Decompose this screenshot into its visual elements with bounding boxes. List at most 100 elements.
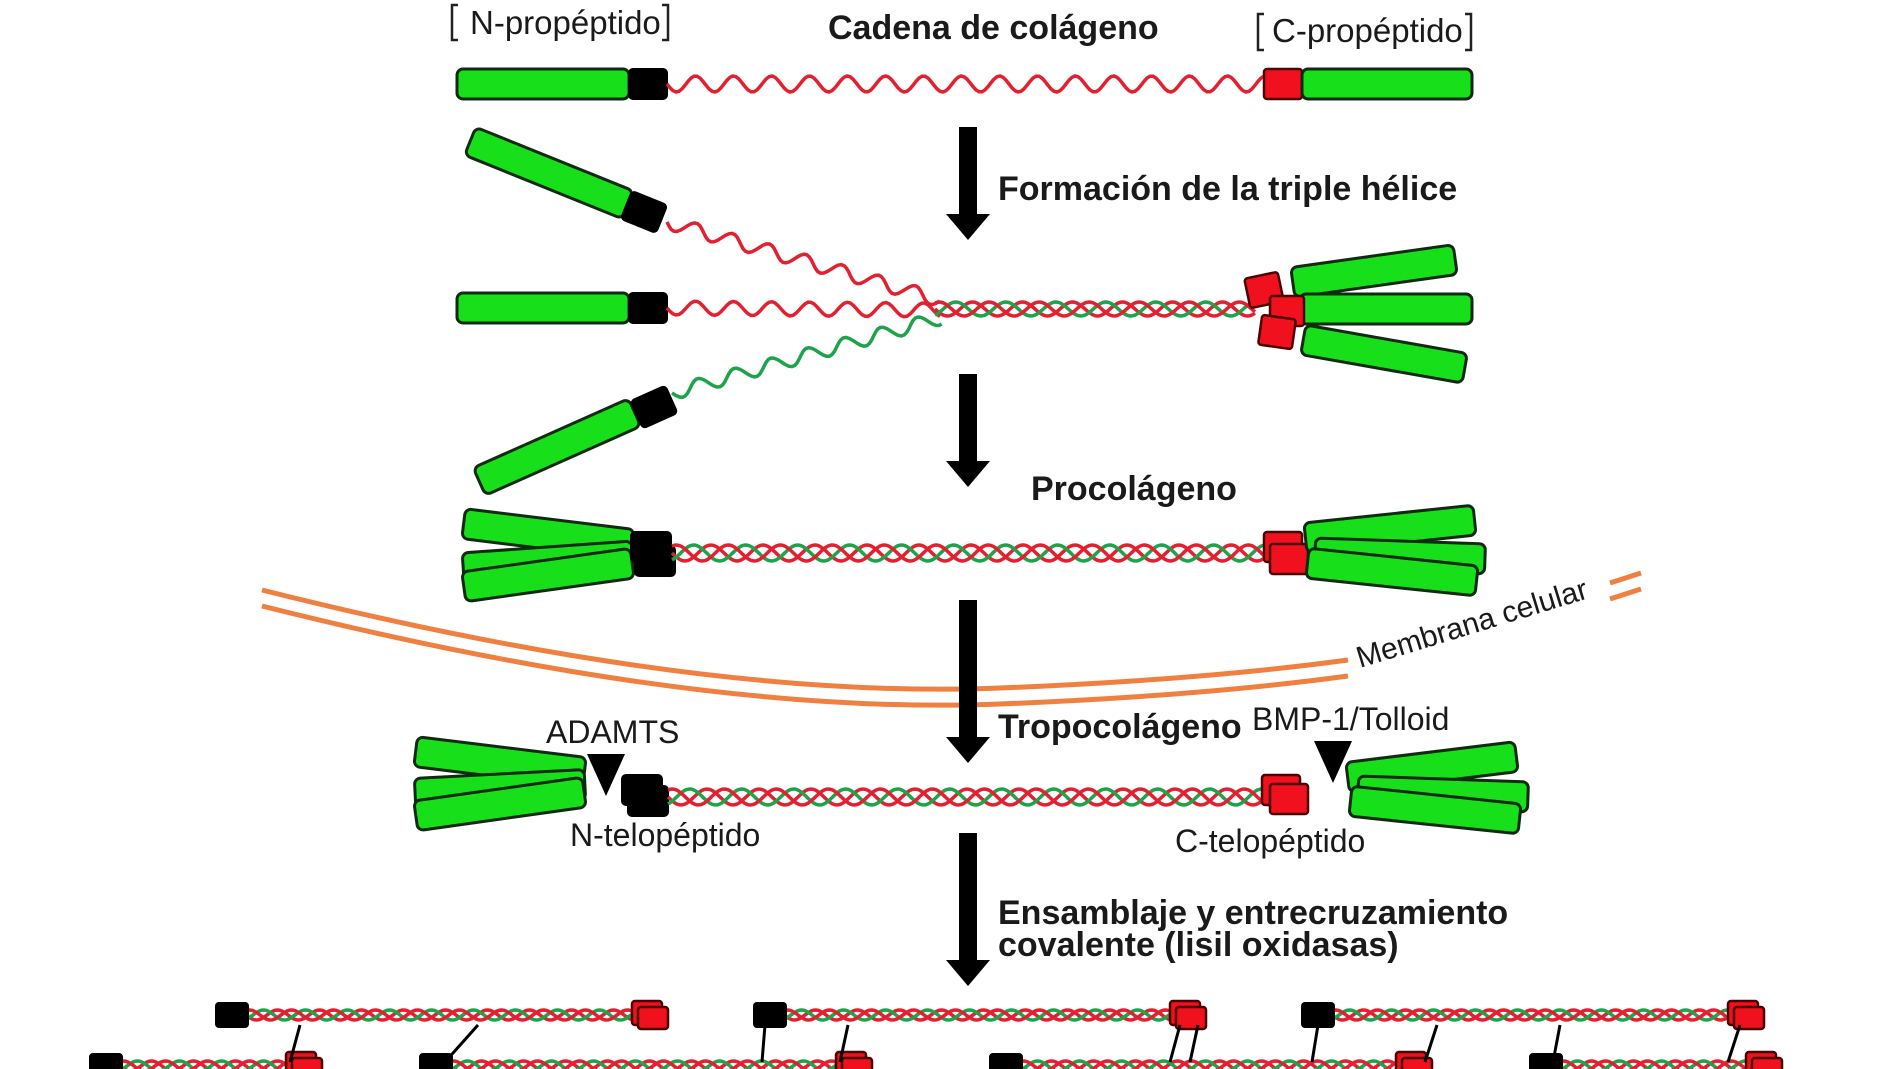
propeptide-lower (473, 399, 641, 495)
triple-helix-formation-label: Formación de la triple hélice (998, 170, 1457, 208)
n-propeptide-c (461, 547, 635, 603)
c-propeptide-mid (1298, 292, 1474, 326)
assembly-label-line2: covalente (lisil oxidasas) (998, 926, 1399, 964)
chain-lower (671, 315, 943, 400)
fibril-n-telopeptide (215, 1002, 249, 1028)
procollagen-label: Procolágeno (1031, 470, 1237, 508)
bracket-right-n (662, 3, 670, 42)
n-telopeptide-label: N-telopéptido (570, 817, 760, 853)
chain-upper (665, 221, 941, 307)
fibril-c-telopeptide-2 (1400, 1056, 1434, 1069)
fibril-molecule (782, 1008, 1175, 1022)
c-propeptide-top (1289, 244, 1459, 298)
helix2-strand-3 (934, 300, 1257, 318)
fibril-c-telopeptide-2 (636, 1005, 670, 1031)
stage-collagen-chain: N-propéptido Cadena de colágeno C-propép… (450, 3, 1474, 101)
fibril-c-telopeptide-2 (1750, 1056, 1784, 1069)
c-telopeptide-block (1262, 67, 1304, 101)
stage-procollagen (460, 504, 1487, 603)
c-terminal-bottom (1257, 313, 1297, 351)
fibril-molecule (118, 1059, 292, 1069)
fibril-n-telopeptide (1301, 1002, 1335, 1028)
assembled-collagen-fibrils (89, 999, 1784, 1069)
covalent-crosslink (838, 1024, 850, 1063)
fibril-n-telopeptide (989, 1053, 1023, 1069)
fibril-n-telopeptide (1529, 1053, 1563, 1069)
fibril-molecule (448, 1059, 841, 1069)
propeptide-middle (455, 291, 631, 325)
c-propeptide-block (1300, 67, 1474, 101)
helix3-strand-3 (671, 543, 1267, 563)
c-telopeptide-label: C-telopéptido (1175, 823, 1365, 859)
fibril-7-strand-1 (1558, 1059, 1752, 1069)
c-propeptide-c (1304, 547, 1480, 597)
helix3-strand-2 (671, 543, 1266, 563)
triple-helix-segment (933, 300, 1257, 318)
fibril-c-telopeptide-2 (290, 1056, 324, 1069)
covalent-crosslink (1168, 1024, 1182, 1063)
tropocollagen-triple-helix (666, 787, 1264, 807)
n-terminal-middle (628, 292, 668, 324)
procollagen-triple-helix (670, 543, 1267, 563)
helix2-strand-2 (934, 300, 1256, 318)
covalent-crosslink (760, 1024, 767, 1063)
fibril-3-strand-3 (1331, 1008, 1733, 1022)
fibril-molecule (1558, 1059, 1752, 1069)
bmp1-cleavage-marker (1314, 741, 1352, 783)
assembly-label-line1: Ensamblaje y entrecruzamiento (998, 894, 1508, 932)
adamts-label: ADAMTS (546, 714, 679, 750)
stage-triple-helix-formation (455, 127, 1474, 495)
n-terminal-procollagen-b (634, 545, 676, 577)
fibril-c-telopeptide-2 (840, 1056, 874, 1069)
arrow-down-2 (946, 374, 990, 487)
arrow-down-1 (946, 127, 990, 240)
collagen-chain-label: Cadena de colágeno (828, 9, 1159, 47)
fibril-1-strand-3 (245, 1008, 637, 1022)
cleaved-c-propeptide-c (1347, 785, 1523, 835)
fibril-molecule (1018, 1059, 1402, 1069)
bracket-left-c (1256, 12, 1264, 52)
bracket-right-c (1465, 12, 1473, 52)
fibril-n-telopeptide (89, 1053, 123, 1069)
helix4-strand-2 (667, 787, 1263, 807)
bmp1-tolloid-label: BMP-1/Tolloid (1252, 701, 1449, 737)
n-terminal-upper (620, 191, 668, 233)
tropocollagen-label: Tropocolágeno (998, 708, 1242, 746)
fibril-4-strand-2 (119, 1059, 290, 1069)
propeptide-upper (464, 127, 634, 219)
c-propeptide-bottom (1300, 324, 1468, 384)
n-terminal-lower (630, 385, 678, 429)
fibril-7-strand-3 (1559, 1059, 1751, 1069)
stage-tropocollagen: ADAMTS BMP-1/Tolloid N-telopéptido C-tel… (412, 701, 1530, 859)
covalent-crosslink (288, 1024, 302, 1063)
covalent-crosslink (1551, 1024, 1562, 1063)
fibril-c-telopeptide-2 (1174, 1005, 1208, 1031)
covalent-crosslink (1188, 1024, 1200, 1063)
covalent-crosslink (443, 1024, 480, 1063)
c-propeptide-label: C-propéptido (1272, 12, 1463, 49)
helix4-strand-3 (667, 787, 1264, 807)
fibril-n-telopeptide (753, 1002, 787, 1028)
n-telopeptide-b (627, 785, 669, 817)
c-telopeptide-b (1268, 782, 1310, 816)
collagen-alpha-chain (665, 74, 1265, 94)
fibril-n-telopeptide (419, 1053, 453, 1069)
arrow-down-4 (946, 833, 990, 986)
fibril-molecule (244, 1008, 637, 1022)
covalent-crosslink (1423, 1024, 1439, 1063)
covalent-crosslink (1310, 1024, 1320, 1063)
cell-membrane (261, 570, 1642, 708)
fibril-molecule (1330, 1008, 1734, 1022)
n-propeptide-block (455, 67, 631, 101)
c-terminal-procollagen-b (1268, 542, 1310, 576)
arrow-down-3 (946, 600, 990, 763)
fibril-4-strand-3 (119, 1059, 291, 1069)
fibril-6-strand-1 (1018, 1059, 1402, 1069)
fibril-c-telopeptide-2 (1732, 1005, 1766, 1031)
n-telopeptide-block (628, 68, 668, 100)
adamts-cleavage-marker (587, 754, 625, 796)
fibril-6-strand-2 (1019, 1059, 1400, 1069)
cleaved-n-propeptide-c (413, 776, 587, 832)
covalent-crosslink (1726, 1024, 1742, 1063)
